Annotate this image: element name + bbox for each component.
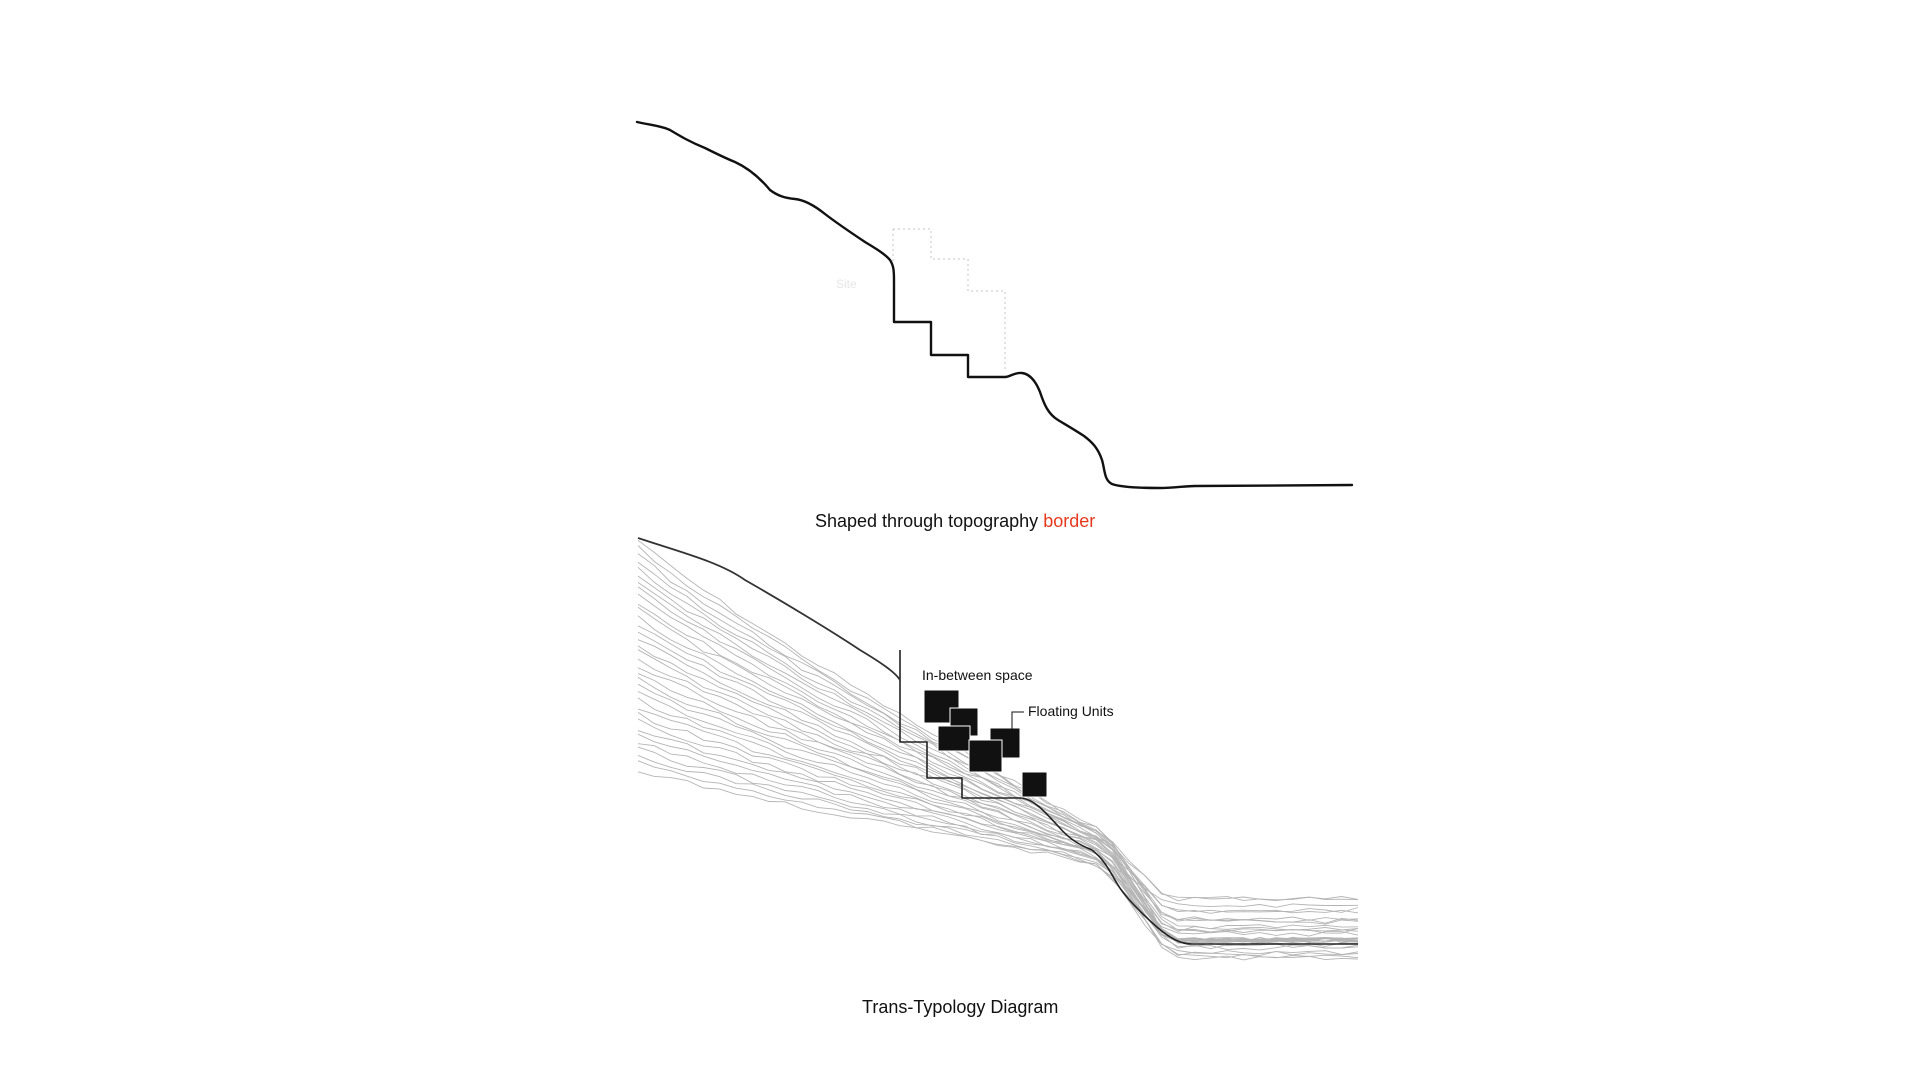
contour-line [637, 697, 1359, 947]
floating-unit [937, 725, 971, 752]
contour-line [637, 667, 1359, 943]
contour-line [637, 658, 1359, 913]
contour-line [637, 645, 1359, 942]
faint-site-label: Site [836, 277, 857, 291]
contour-line [637, 606, 1359, 934]
contour-line [637, 683, 1359, 943]
contour-line [637, 649, 1359, 932]
contour-line [637, 639, 1359, 921]
ground-profile-line [637, 537, 901, 681]
top-caption-highlight: border [1043, 511, 1095, 531]
bottom-section-diagram: In-between space Floating Units Trans-Ty… [637, 537, 1359, 1017]
bottom-caption: Trans-Typology Diagram [862, 997, 1058, 1017]
in-between-space-label: In-between space [922, 667, 1033, 683]
terrain-profile-line [635, 120, 1354, 490]
contour-line [637, 677, 1359, 961]
top-section-diagram: Site Shaped through topography border [635, 120, 1354, 531]
floating-units-leader [1011, 711, 1024, 737]
contour-line [637, 771, 1359, 943]
contour-line [637, 593, 1359, 902]
contour-line [637, 733, 1359, 951]
floating-unit [968, 739, 1003, 773]
floating-units-label: Floating Units [1028, 703, 1114, 719]
contour-line [637, 691, 1359, 956]
contour-line [637, 575, 1359, 901]
contour-line [637, 566, 1359, 934]
contour-lines-group [637, 539, 1359, 961]
contour-line [637, 718, 1359, 908]
contour-line [637, 754, 1359, 955]
top-caption: Shaped through topography border [815, 511, 1095, 531]
top-caption-text: Shaped through topography [815, 511, 1043, 531]
floating-units-group [923, 689, 1048, 798]
contour-line [637, 743, 1359, 937]
contour-line [637, 553, 1359, 930]
contour-line [637, 708, 1359, 943]
contour-line [637, 760, 1359, 959]
contour-line [637, 586, 1359, 925]
floating-unit [1021, 771, 1048, 798]
stepped-section-line [899, 650, 1358, 945]
ghost-volume-outline [893, 228, 1006, 372]
contour-line [637, 615, 1359, 914]
